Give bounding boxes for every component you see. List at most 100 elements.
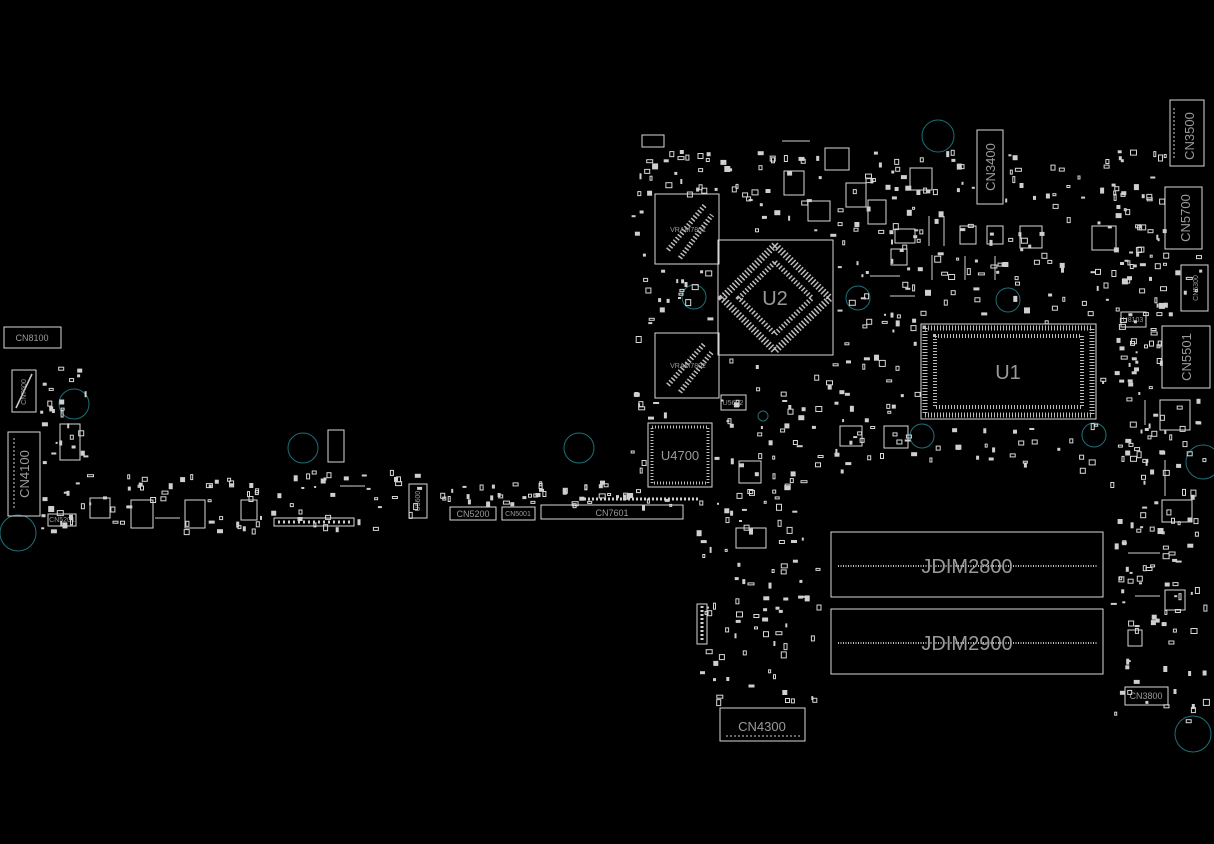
dimm-slot-jdim2900[interactable]: JDIM2900 [830, 608, 1104, 675]
smd-pad [801, 407, 806, 412]
smd-pad [1014, 167, 1022, 172]
chip-u5602[interactable]: U5602 [720, 394, 747, 411]
smd-pad [956, 163, 962, 170]
smd-pad [56, 510, 64, 517]
smd-pad [1140, 429, 1143, 434]
connector-cn3500[interactable]: CN3500 [1169, 99, 1205, 167]
gpu-u2[interactable]: U2 [717, 239, 836, 356]
smd-pad [783, 597, 789, 601]
smd-pad [935, 445, 941, 451]
u5602-label: U5602 [723, 400, 744, 407]
smd-pad [1120, 159, 1124, 163]
smd-pad [726, 677, 730, 681]
smd-pad [1079, 454, 1085, 460]
smd-pad [1128, 313, 1133, 317]
smd-pad [60, 407, 65, 411]
smd-pad [777, 519, 782, 527]
smd-pad [892, 432, 898, 437]
vram-7802[interactable]: VRAM7802 [654, 332, 720, 399]
smd-pad [59, 399, 65, 405]
smd-pad [784, 483, 791, 490]
smd-pad [956, 188, 960, 193]
smd-pad [881, 320, 888, 324]
smd-pad [1141, 474, 1146, 480]
connector-cn5300[interactable]: CN5300 [1180, 264, 1209, 312]
connector-cn3400[interactable]: CN3400 [976, 129, 1004, 205]
smd-pad [702, 554, 706, 558]
connector-cn5001[interactable]: CN5001 [501, 506, 536, 521]
smd-pad [1139, 263, 1146, 267]
smd-pad [759, 203, 763, 207]
chip-u5600[interactable]: U5600 [408, 483, 428, 519]
smd-pad [293, 475, 298, 482]
smd-pad [857, 431, 863, 436]
chip-u8103[interactable]: U8103 [1120, 311, 1147, 328]
smd-pad [746, 196, 752, 202]
connector-cn3800[interactable]: CN3800 [1124, 686, 1169, 706]
smd-pad [1187, 517, 1192, 523]
vram-7801[interactable]: VRAM7801 [654, 193, 720, 265]
smd-pad [1121, 455, 1125, 462]
smd-pad [648, 322, 653, 325]
smd-pad [634, 231, 640, 236]
smd-pad [834, 452, 840, 457]
smd-pad [696, 530, 702, 537]
smd-pad [395, 481, 403, 487]
connector-cn7601[interactable]: CN7601 [540, 504, 684, 520]
smd-pad [966, 268, 971, 276]
dimm-slot-jdim2800[interactable]: JDIM2800 [830, 531, 1104, 598]
smd-pad [255, 488, 260, 494]
smd-pad [1088, 459, 1096, 466]
smd-pad [721, 399, 724, 402]
cpu-u1[interactable]: U1 [920, 323, 1097, 420]
smd-pad [889, 230, 894, 235]
smd-pad [1041, 252, 1048, 259]
smd-pad [815, 567, 821, 571]
smd-pad [837, 222, 843, 227]
mounting-hole [757, 410, 769, 422]
connector-cn5700[interactable]: CN5700 [1164, 186, 1203, 250]
smd-pad [1156, 344, 1161, 349]
smd-pad [502, 500, 510, 505]
connector-cn8100[interactable]: CN8100 [3, 326, 62, 349]
connector-cn5200[interactable]: CN5200 [449, 506, 497, 521]
smd-pad [1127, 260, 1131, 266]
connector-cn7600[interactable]: CN7600 [11, 369, 37, 413]
smd-pad [866, 206, 871, 212]
smd-pad [792, 510, 798, 513]
smd-pad [891, 404, 896, 409]
connector-cn5501[interactable]: CN5501 [1161, 325, 1211, 389]
smd-pad [1050, 164, 1056, 171]
smd-pad [754, 472, 759, 477]
smd-pad [988, 457, 994, 461]
smd-pad [466, 494, 470, 500]
smd-pad [952, 428, 958, 433]
connector-cn4300[interactable]: CN4300 [719, 707, 806, 742]
smd-pad [1175, 560, 1182, 563]
smd-pad [724, 508, 730, 514]
smd-pad [729, 358, 734, 364]
chip-u4700[interactable]: U4700 [647, 422, 713, 488]
smd-pad [584, 484, 588, 491]
smd-pad [709, 546, 712, 553]
smd-pad [865, 173, 872, 179]
smd-pad [697, 153, 704, 159]
smd-pad [1191, 704, 1195, 709]
smd-pad [1129, 571, 1133, 574]
smd-pad [736, 492, 743, 499]
smd-pad [616, 495, 619, 499]
smd-pad [845, 462, 852, 466]
smd-pad [51, 409, 55, 413]
smd-pad [902, 281, 909, 288]
smd-pad [700, 671, 705, 675]
connector-cn4100[interactable]: CN4100 [7, 431, 41, 517]
smd-pad [528, 493, 532, 498]
smd-pad [707, 606, 709, 609]
smd-pad [788, 405, 792, 409]
smd-pad [190, 474, 194, 481]
smd-pad [1177, 521, 1181, 526]
smd-pad [49, 406, 54, 412]
smd-pad [579, 496, 585, 501]
smd-pad [865, 271, 869, 274]
smd-pad [891, 258, 894, 264]
